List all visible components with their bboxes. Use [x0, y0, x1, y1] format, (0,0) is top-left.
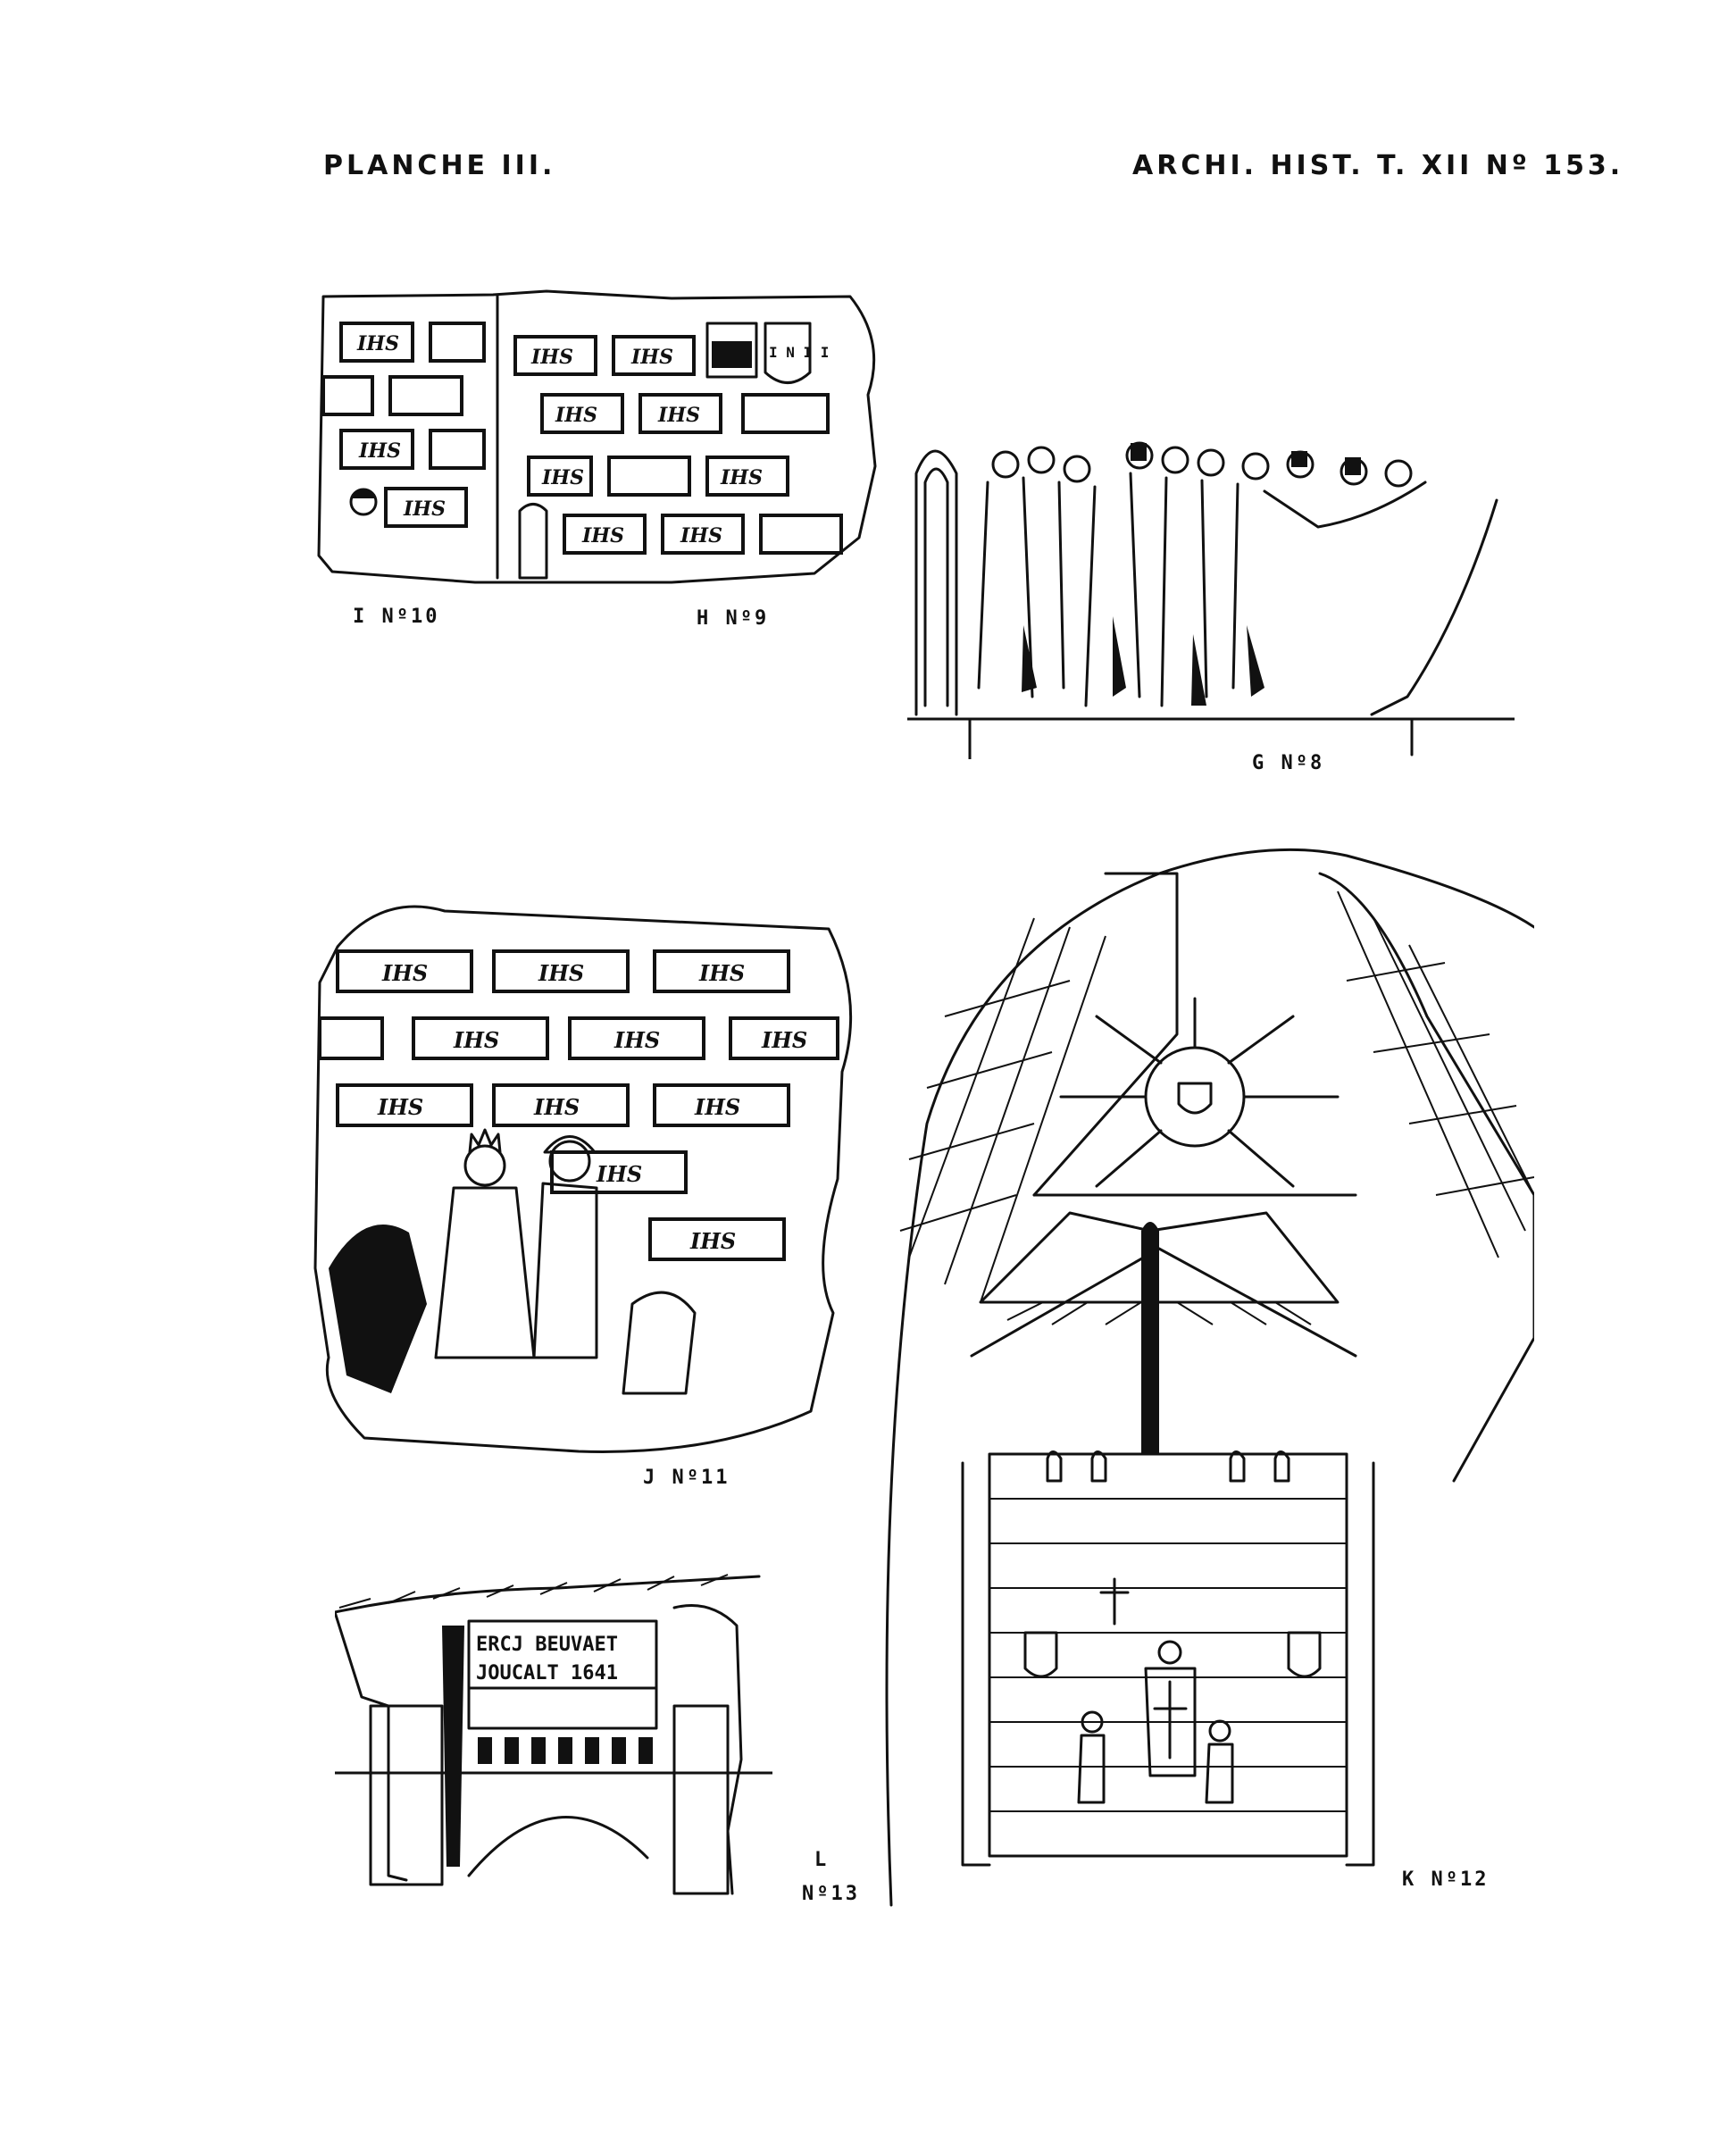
svg-text:IHS: IHS	[689, 1228, 736, 1254]
riders-wall-illustration: IHS IHS IHS IHS IHS IHS IHS IHS IHS IHS …	[313, 905, 853, 1453]
plate-j-drawing: IHS IHS IHS IHS IHS IHS IHS IHS IHS IHS …	[311, 893, 864, 1465]
svg-text:IHS: IHS	[381, 960, 428, 986]
heraldic-shield	[764, 322, 812, 384]
standing-figure	[518, 503, 548, 580]
svg-text:ERCJ BEUVAET: ERCJ BEUVAET	[476, 1634, 618, 1656]
caption-l-letter: L	[814, 1849, 830, 1871]
ihs-monograms: IHS IHS IHS IHS IHS IHS IHS IHS IHS IHS …	[356, 332, 763, 548]
svg-text:IHS: IHS	[761, 1027, 807, 1053]
svg-text:IHS: IHS	[403, 497, 446, 521]
wall-shield-left	[1023, 1631, 1058, 1678]
chapel-walls	[961, 1450, 1375, 1867]
kneeling-figure	[1081, 1710, 1104, 1734]
procession-illustration	[907, 441, 1515, 759]
caption-l-number: Nº13	[802, 1883, 860, 1905]
svg-text:IHS: IHS	[541, 466, 584, 489]
svg-text:IHS: IHS	[356, 332, 399, 355]
mounted-figures	[329, 1128, 697, 1395]
boss-shield	[1177, 1082, 1213, 1115]
svg-text:IHS: IHS	[680, 524, 722, 548]
hat-icon	[543, 1135, 597, 1154]
caption-g: G Nº8	[1252, 752, 1325, 774]
svg-text:IHS: IHS	[377, 1094, 423, 1120]
svg-text:IHS: IHS	[533, 1094, 580, 1120]
svg-text:IHS: IHS	[720, 466, 763, 489]
plate-l-drawing: ERCJ BEUVAET JOUCALT 1641	[335, 1572, 772, 1907]
svg-text:IHS: IHS	[538, 960, 584, 986]
svg-text:IHS: IHS	[613, 1027, 660, 1053]
plate-title: PLANCHE III.	[323, 150, 556, 181]
vault-coffers-right	[1337, 890, 1534, 1258]
svg-text:IHS: IHS	[358, 439, 401, 463]
svg-text:IHS: IHS	[453, 1027, 499, 1053]
brick-rows	[318, 949, 839, 1261]
vault-coffers-left	[899, 917, 1106, 1303]
corbels	[478, 1737, 653, 1764]
caption-h: H Nº9	[697, 607, 770, 630]
brick-rows	[321, 322, 843, 555]
svg-text:I N I I: I N I I	[769, 344, 829, 361]
brick-wall-illustration: IHS IHS IHS IHS IHS IHS IHS IHS IHS IHS …	[317, 289, 877, 584]
plate-g-drawing	[907, 420, 1515, 759]
caption-j: J Nº11	[643, 1467, 730, 1489]
svg-text:IHS: IHS	[698, 960, 745, 986]
svg-text:IHS: IHS	[694, 1094, 740, 1120]
svg-text:IHS: IHS	[555, 404, 597, 427]
ihs-monograms: IHS IHS IHS IHS IHS IHS IHS IHS IHS IHS …	[377, 960, 807, 1254]
procession-figures	[977, 441, 1413, 707]
svg-text:JOUCALT 1641: JOUCALT 1641	[476, 1662, 618, 1684]
chapel-roof	[970, 1211, 1357, 1454]
crown-icon	[468, 1128, 502, 1154]
wall-shield-right	[1287, 1631, 1322, 1678]
vault-ribs	[1059, 997, 1340, 1188]
caption-k: K Nº12	[1402, 1868, 1490, 1891]
chapel-vault-illustration	[885, 848, 1534, 1907]
portal-lintel-illustration: ERCJ BEUVAET JOUCALT 1641	[335, 1574, 772, 1895]
arched-doorway	[914, 449, 958, 716]
svg-text:IHS: IHS	[657, 404, 700, 427]
journal-reference: ARCHI. HIST. T. XII Nº 153.	[1132, 150, 1624, 181]
svg-text:IHS: IHS	[596, 1161, 642, 1187]
svg-text:IHS: IHS	[581, 524, 624, 548]
plate-k-drawing	[873, 838, 1534, 1910]
priest-figure	[1157, 1640, 1182, 1665]
svg-text:IHS: IHS	[630, 346, 673, 369]
attendant-figure	[1208, 1719, 1231, 1743]
altar-scene	[1077, 1577, 1234, 1804]
plate-i-h-drawing: IHS IHS IHS IHS IHS IHS IHS IHS IHS IHS …	[314, 288, 886, 591]
caption-i: I Nº10	[353, 606, 440, 628]
svg-text:IHS: IHS	[530, 346, 573, 369]
niche-figure	[705, 322, 758, 379]
